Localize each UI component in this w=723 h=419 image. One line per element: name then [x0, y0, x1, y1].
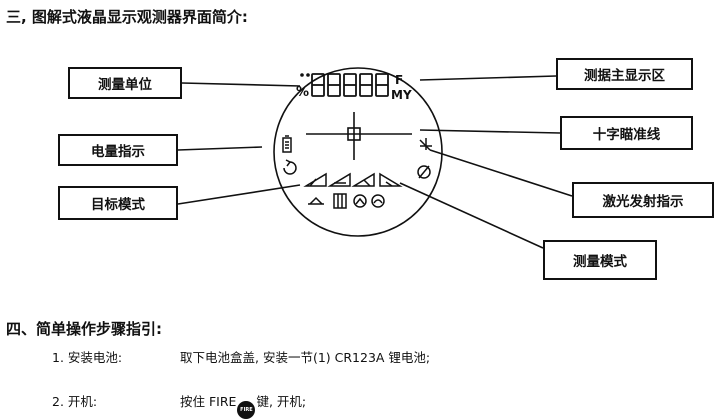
- label-target-mode: 目标模式: [58, 186, 178, 220]
- step-1: 1. 安装电池: 取下电池盒盖, 安装一节(1) CR123A 锂电池;: [52, 347, 430, 366]
- main-digits: [311, 73, 389, 97]
- triangle-mode-icon: [303, 172, 403, 187]
- leader-main-display: [419, 75, 557, 81]
- leader-target-mode: [177, 184, 301, 205]
- step-2-name: 2. 开机:: [52, 394, 98, 409]
- no-signal-icon: [417, 165, 431, 179]
- lcd-outline: [273, 67, 443, 237]
- flag-icon: [333, 193, 347, 209]
- fire-button-icon: FIRE: [237, 401, 256, 419]
- step-2-text-before: 按住 FIRE: [180, 394, 237, 409]
- unit-top: F: [395, 73, 403, 87]
- mountain-icon: [353, 194, 367, 208]
- leader-laser: [429, 149, 573, 197]
- label-crosshair: 十字瞄准线: [560, 116, 693, 150]
- leader-measure-mode: [399, 182, 544, 249]
- label-main-display: 测据主显示区: [556, 58, 693, 90]
- leader-unit: [181, 82, 301, 87]
- step-2-text-after: 键, 开机;: [256, 394, 307, 409]
- target-mode-icons: [308, 193, 385, 209]
- label-battery: 电量指示: [58, 134, 178, 166]
- step-2: 2. 开机: 按住 FIREFIRE键, 开机;: [52, 391, 306, 419]
- leader-crosshair: [419, 129, 561, 134]
- laser-icon: [419, 138, 432, 151]
- percent-sign: %: [296, 85, 309, 100]
- label-laser: 激光发射指示: [572, 182, 714, 218]
- lcd-diagram: % F MY: [177, 67, 573, 249]
- refresh-icon: [283, 159, 297, 175]
- leader-battery: [177, 146, 263, 151]
- section4-title: 四、简单操作步骤指引:: [6, 320, 162, 338]
- unit-bottom: MY: [391, 88, 412, 102]
- label-unit: 测量单位: [68, 67, 182, 99]
- section3-title: 三, 图解式液晶显示观测器界面简介:: [6, 8, 248, 26]
- step-1-name: 1. 安装电池:: [52, 350, 123, 365]
- battery-icon: [282, 135, 292, 153]
- label-measure-mode: 测量模式: [543, 240, 657, 280]
- crosshair-icon: [306, 112, 412, 160]
- step-1-text: 取下电池盒盖, 安装一节(1) CR123A 锂电池;: [180, 350, 431, 365]
